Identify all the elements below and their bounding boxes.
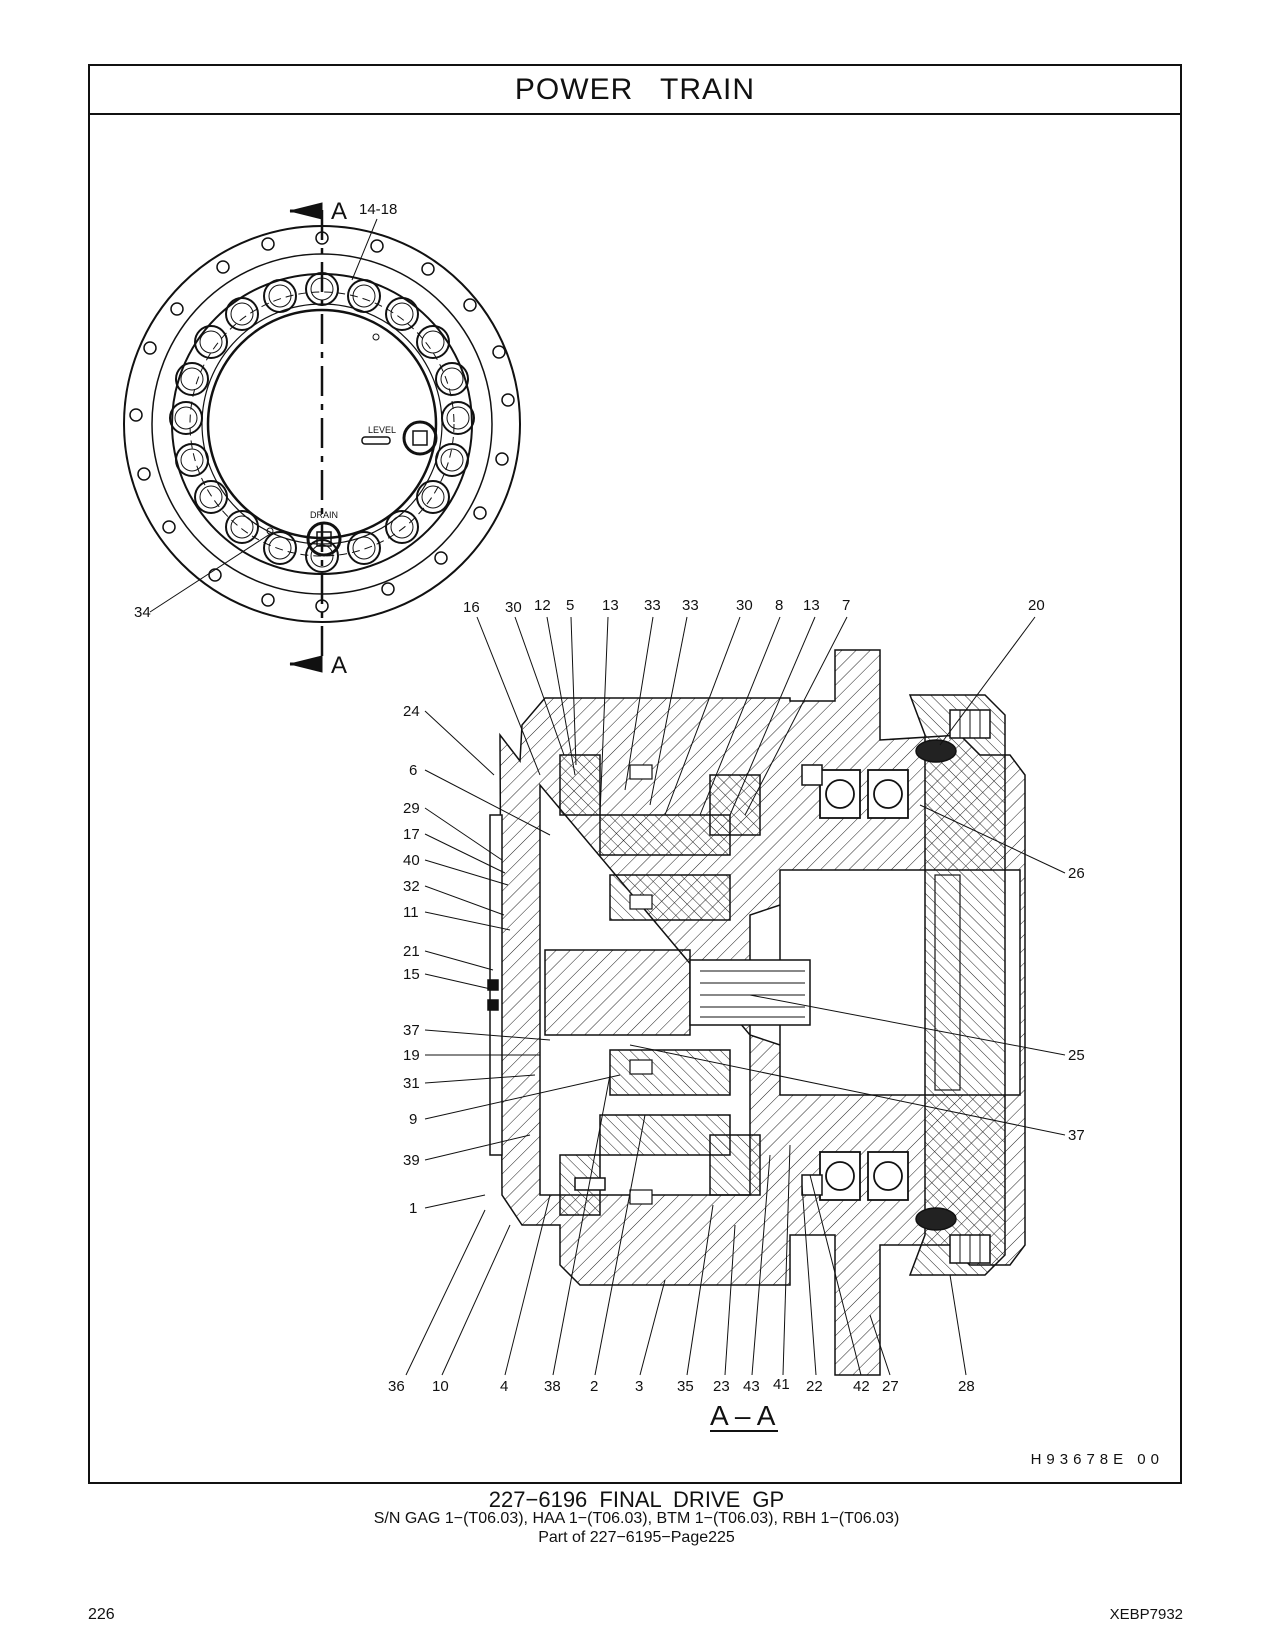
callout-34: 34 [134, 604, 151, 621]
callout-13-left: 13 [602, 597, 619, 614]
callout-9: 9 [409, 1111, 417, 1128]
drawing-frame: POWER TRAIN [88, 64, 1182, 1484]
callout-23: 23 [713, 1378, 730, 1395]
callout-27: 27 [882, 1378, 899, 1395]
callout-30-top-left: 30 [505, 599, 522, 616]
callout-24: 24 [403, 703, 420, 720]
callout-40: 40 [403, 852, 420, 869]
level-label: LEVEL [368, 425, 396, 435]
callout-41: 41 [773, 1376, 790, 1393]
callout-29: 29 [403, 800, 420, 817]
callout-25: 25 [1068, 1047, 1085, 1064]
drain-label: DRAIN [310, 510, 338, 520]
callout-33-left: 33 [644, 597, 661, 614]
callout-1: 1 [409, 1200, 417, 1217]
callout-36: 36 [388, 1378, 405, 1395]
callout-37-left: 37 [403, 1022, 420, 1039]
callout-2: 2 [590, 1378, 598, 1395]
callout-13-right: 13 [803, 597, 820, 614]
document-id: XEBP7932 [1109, 1606, 1183, 1623]
callout-35: 35 [677, 1378, 694, 1395]
section-letter-top: A [331, 198, 347, 225]
callout-12: 12 [534, 597, 551, 614]
callout-31: 31 [403, 1075, 420, 1092]
callout-37-right: 37 [1068, 1127, 1085, 1144]
section-label: A – A [710, 1400, 776, 1431]
page-title: POWER TRAIN [90, 66, 1180, 115]
leader-lines [405, 616, 1066, 1376]
illustration-id: H93678E 00 [1030, 1451, 1164, 1468]
callout-4: 4 [500, 1378, 508, 1395]
callout-5: 5 [566, 597, 574, 614]
callout-16: 16 [463, 599, 480, 616]
callout-39: 39 [403, 1152, 420, 1169]
callout-10: 10 [432, 1378, 449, 1395]
callout-19: 19 [403, 1047, 420, 1064]
callout-14-18: 14-18 [359, 201, 397, 218]
callout-43: 43 [743, 1378, 760, 1395]
callout-17: 17 [403, 826, 420, 843]
callout-3: 3 [635, 1378, 643, 1395]
page-number: 226 [88, 1606, 115, 1623]
callout-30-top-right: 30 [736, 597, 753, 614]
callout-7: 7 [842, 597, 850, 614]
caption-serials: S/N GAG 1−(T06.03), HAA 1−(T06.03), BTM … [373, 1510, 900, 1527]
callout-28: 28 [958, 1378, 975, 1395]
final-drive-drawing: A A 14-18 LEVEL DRAIN 34 [123, 198, 1085, 1432]
caption-title: 227−6196 FINAL DRIVE GP [488, 1487, 785, 1512]
callout-8: 8 [775, 597, 783, 614]
callout-33-right: 33 [682, 597, 699, 614]
caption-part-of: Part of 227−6195−Page225 [538, 1529, 735, 1546]
section-callouts: 16 30 12 5 13 33 33 30 8 13 7 20 24 6 29… [388, 597, 1085, 1395]
end-view [123, 202, 521, 673]
callout-22: 22 [806, 1378, 823, 1395]
section-view [487, 649, 1026, 1376]
callout-21: 21 [403, 943, 420, 960]
callout-38: 38 [544, 1378, 561, 1395]
callout-20: 20 [1028, 597, 1045, 614]
callout-15: 15 [403, 966, 420, 983]
callout-26: 26 [1068, 865, 1085, 882]
callout-42: 42 [853, 1378, 870, 1395]
callout-32: 32 [403, 878, 420, 895]
section-letter-bottom: A [331, 652, 347, 679]
callout-11: 11 [403, 904, 419, 921]
callout-6: 6 [409, 762, 417, 779]
